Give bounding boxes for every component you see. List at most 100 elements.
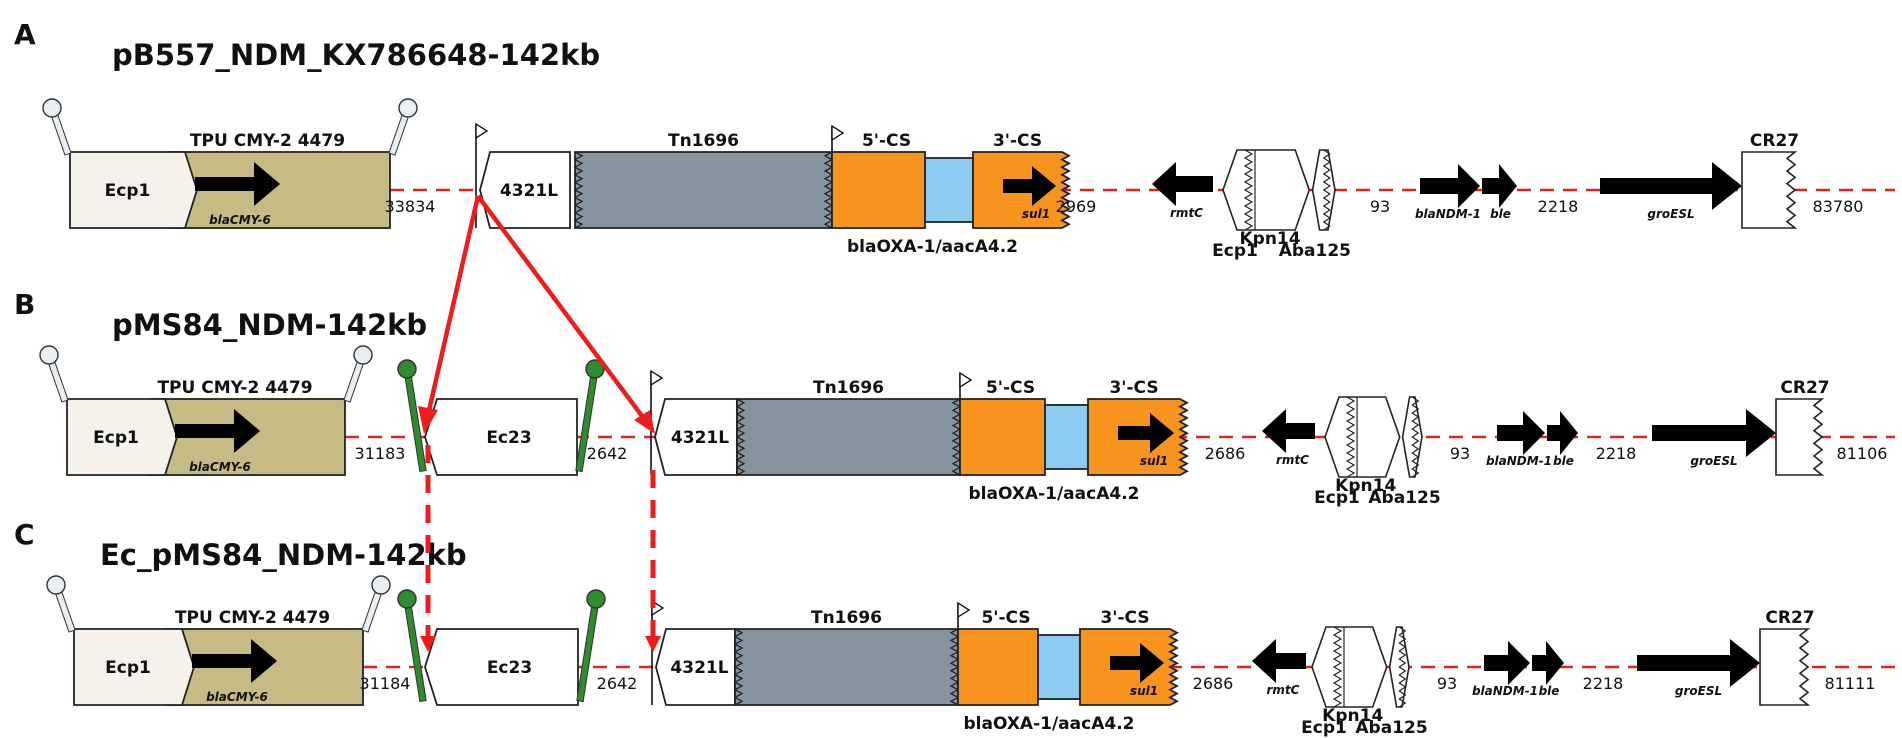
right-ir-pin	[371, 575, 391, 595]
aba125-label: Aba125	[1355, 718, 1427, 738]
tpu-label: TPU CMY-2 4479	[190, 131, 345, 151]
cr27-label: CR27	[1765, 608, 1814, 628]
distance-5: 81111	[1825, 674, 1876, 693]
distance-ec23: 2642	[597, 674, 638, 693]
ecp1-secondary-label: Ecp1	[1301, 718, 1347, 738]
insertion-arrowhead-left	[418, 406, 438, 434]
transfer-arrowhead-left	[420, 636, 436, 652]
distance-2: 2686	[1193, 674, 1234, 693]
blacmy-label: blaCMY-6	[206, 690, 268, 704]
sul1-label: sul1	[1140, 454, 1168, 468]
tn1696-flag	[957, 601, 971, 619]
tpu-label: TPU CMY-2 4479	[175, 608, 330, 628]
blacmy-label: blaCMY-6	[209, 213, 271, 227]
left-ir-pin	[42, 98, 62, 118]
tn1696-region	[734, 628, 959, 706]
sul1-label: sul1	[1022, 207, 1050, 221]
distance-4: 2218	[1583, 674, 1624, 693]
distance-1: 31183	[355, 444, 406, 463]
insertion-arrows	[418, 194, 661, 652]
is4321l-label: 4321L	[500, 181, 558, 201]
rmtc-arrow	[1262, 409, 1315, 453]
ecp1-element	[66, 398, 178, 476]
distance-2: 2969	[1056, 197, 1097, 216]
ecp1-label: Ecp1	[93, 428, 139, 448]
blacmy-arrow	[195, 162, 280, 206]
groesl-arrow	[1600, 162, 1742, 210]
groesl-label: groESL	[1675, 684, 1722, 698]
tn1696-label: Tn1696	[668, 131, 739, 151]
sul1-label: sul1	[1130, 684, 1158, 698]
right-ir-pin	[398, 98, 418, 118]
distance-4: 2218	[1596, 444, 1637, 463]
ecp1-secondary-label: Ecp1	[1314, 488, 1360, 508]
cs3-label: 3'-CS	[993, 131, 1042, 151]
ecp1-label: Ecp1	[105, 181, 151, 201]
rmtc-label: rmtC	[1267, 683, 1300, 697]
cs5-label: 5'-CS	[986, 378, 1035, 398]
kpn14-label: Kpn14	[1322, 706, 1383, 726]
tpu-label: TPU CMY-2 4479	[157, 378, 312, 398]
ec23-label: Ec23	[486, 428, 531, 448]
ec23-label: Ec23	[487, 658, 532, 678]
oxa-cassette	[1044, 404, 1089, 470]
cr27-element	[1775, 398, 1825, 476]
ble-label: ble	[1553, 454, 1574, 468]
ecp1-zigzag	[1345, 396, 1356, 478]
oxa-aaca4-label: blaOXA-1/aacA4.2	[964, 714, 1135, 734]
distance-3: 93	[1370, 197, 1390, 216]
aba125-zigzag	[1322, 149, 1331, 231]
distance-3: 93	[1450, 444, 1470, 463]
blandm1-arrow	[1484, 641, 1530, 685]
ecp1-zigzag	[1243, 149, 1254, 231]
aba125-label: Aba125	[1368, 488, 1440, 508]
tn1696-region	[736, 398, 961, 476]
ec23-right-pin	[586, 589, 606, 609]
ble-arrow	[1482, 164, 1517, 208]
distance-1: 33834	[385, 197, 436, 216]
blandm1-label: blaNDM-1	[1472, 684, 1538, 698]
blacmy-arrow	[175, 409, 260, 453]
cr27-element	[1759, 628, 1811, 706]
ec23-right-pin	[585, 359, 605, 379]
groesl-label: groESL	[1690, 454, 1737, 468]
panel-letter: B	[14, 288, 35, 321]
kpn14-label: Kpn14	[1335, 476, 1396, 496]
tn1696-region	[574, 151, 833, 229]
is4321l-element	[479, 151, 571, 229]
ble-arrow	[1547, 411, 1578, 455]
kpn14-label: Kpn14	[1239, 229, 1300, 249]
oxa-cassette	[924, 157, 974, 223]
is4321l-label: 4321L	[671, 428, 729, 448]
blacmy-label: blaCMY-6	[189, 460, 251, 474]
blandm1-label: blaNDM-1	[1486, 454, 1552, 468]
cr27-element	[1741, 151, 1798, 229]
panel-letter: A	[14, 18, 36, 51]
insertion-arrowhead-right	[634, 410, 655, 434]
ec23-element	[424, 628, 579, 706]
blandm1-arrow	[1420, 164, 1480, 208]
cs5-region	[959, 398, 1046, 476]
distance-ec23: 2642	[587, 444, 628, 463]
oxa-aaca4-label: blaOXA-1/aacA4.2	[847, 237, 1018, 257]
tn1696-left-zigzag	[733, 628, 744, 706]
ec23-left-pin	[397, 589, 417, 609]
is4321l-flag	[650, 369, 664, 387]
aba125-label: Aba125	[1279, 241, 1351, 261]
cs5-label: 5'-CS	[981, 608, 1030, 628]
left-ir-pin	[46, 575, 66, 595]
tn1696-flag	[959, 371, 973, 389]
distance-5: 83780	[1813, 197, 1864, 216]
left-ir-pin	[39, 345, 59, 365]
cs5-region	[831, 151, 926, 229]
rmtc-label: rmtC	[1276, 453, 1309, 467]
insertion-arrow-left	[425, 195, 481, 416]
blandm1-label: blaNDM-1	[1415, 207, 1481, 221]
ecp1-element	[73, 628, 195, 706]
blandm1-arrow	[1497, 411, 1545, 455]
ble-label: ble	[1539, 684, 1560, 698]
tn1696-flag	[831, 124, 845, 142]
